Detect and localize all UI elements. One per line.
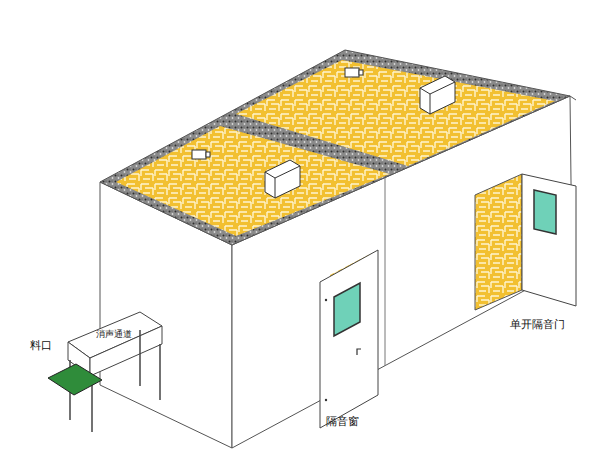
part-label: 隔音窗 [326,414,359,429]
exhaust-unit [192,68,363,159]
channel-name: 消声通道 [96,328,132,341]
part-label: 料口 [30,338,52,353]
part-label: 单开隔音门 [510,317,565,332]
channel-box-label: 消声通道 [94,327,134,342]
silencer-channel [48,312,162,432]
roof-fan [265,76,455,198]
